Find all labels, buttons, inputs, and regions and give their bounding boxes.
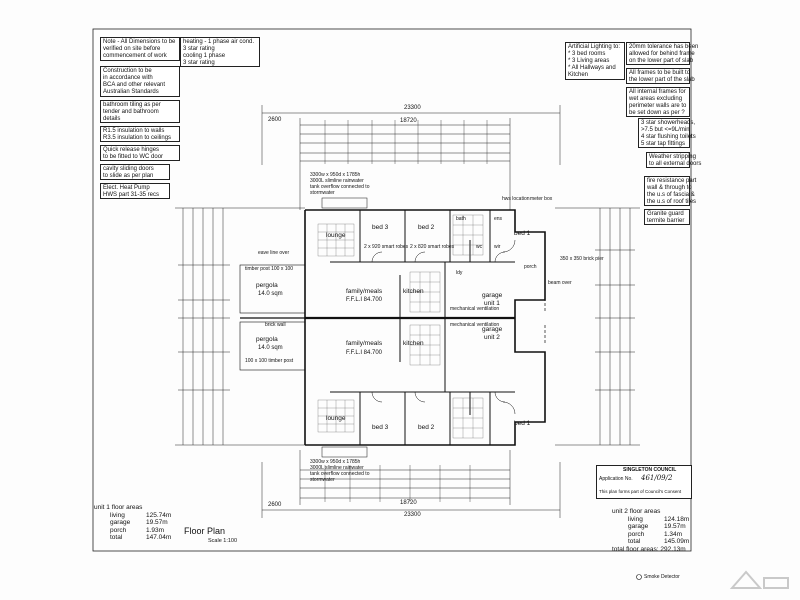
room-unit1-lounge: lounge bbox=[326, 232, 346, 239]
room-unit1-bed3: bed 3 bbox=[372, 224, 389, 231]
label-rainwater-top: 3300w x 950d x 1785h 3000L slimline rain… bbox=[310, 172, 370, 196]
room-unit1-kitchen: kitchen bbox=[403, 288, 424, 295]
dim-top-third: 2600 bbox=[268, 117, 282, 123]
note-sliding-doors: cavity sliding doors to slide as per pla… bbox=[100, 164, 170, 180]
note-insulation: R1.5 insulation to walls R3.5 insulation… bbox=[100, 126, 180, 142]
rainwater-tank-top bbox=[321, 197, 368, 209]
door-swings bbox=[371, 239, 516, 415]
label-mech-vent-2: mechanical ventilation bbox=[450, 322, 500, 328]
unit2-slab-level: F.F.L.I 84.700 bbox=[346, 350, 383, 356]
label-wc: wc bbox=[476, 244, 483, 250]
note-frames: All frames to be built to the lower part… bbox=[626, 68, 695, 84]
dim-bottom-third: 2600 bbox=[268, 502, 282, 508]
label-meter: meter box bbox=[530, 196, 553, 202]
label-wir: wir bbox=[494, 244, 501, 250]
dim-top-second: 18720 bbox=[400, 118, 417, 124]
note-termite: Granite guard termite barrier bbox=[644, 209, 690, 225]
total-floor-area: total floor areas: 292.13m bbox=[612, 545, 686, 553]
stamp-council-name: SINGLETON COUNCIL bbox=[623, 467, 677, 473]
left-dimension-lines bbox=[175, 207, 305, 446]
watermark-logo bbox=[729, 570, 789, 589]
note-tiling: bathroom tiling as per tender and bathro… bbox=[100, 100, 180, 123]
dim-bottom-second: 18720 bbox=[400, 500, 417, 506]
bottom-dimension-lines bbox=[261, 450, 561, 518]
stamp-reference: 461/09/2 bbox=[641, 474, 673, 482]
note-weather-stripping: Weather stripping to all external doors bbox=[646, 152, 701, 168]
unit1-pergola-area: 14.0 sqm bbox=[258, 291, 283, 297]
label-pier: 350 x 350 brick pier bbox=[560, 256, 604, 262]
room-unit1-bed2: bed 2 bbox=[418, 224, 435, 231]
note-construction: Construction to be in accordance with BC… bbox=[100, 66, 180, 97]
unit1-area-heading: unit 1 floor areas bbox=[94, 504, 143, 511]
label-rainwater-bottom: 3300w x 950d x 1785h 3000L slimline rain… bbox=[310, 459, 370, 483]
dim-top-overall: 23300 bbox=[404, 105, 421, 111]
dim-bottom-overall: 23300 bbox=[404, 512, 421, 518]
stamp-footer: This plan forms part of Council's Consen… bbox=[599, 489, 682, 494]
label-timber-post: timber post 100 x 100 bbox=[245, 266, 294, 272]
smoke-detector-symbol bbox=[636, 574, 642, 580]
note-dimensions: Note - All Dimensions to be verified on … bbox=[100, 37, 180, 61]
note-heating: heating - 1 phase air cond. 3 star ratin… bbox=[180, 37, 260, 67]
label-eave-line: eave line over bbox=[258, 250, 290, 256]
pergolas bbox=[239, 264, 306, 371]
label-mech-vent-1: mechanical ventilation bbox=[450, 306, 500, 312]
room-unit1-garage: garage bbox=[482, 292, 503, 299]
unit2-pergola-area: 14.0 sqm bbox=[258, 345, 283, 351]
label-brick-wall: brick wall bbox=[265, 322, 286, 328]
label-hws: hws location bbox=[502, 196, 530, 202]
rainwater-tank-bottom bbox=[321, 446, 368, 458]
room-unit2-lounge: lounge bbox=[326, 415, 346, 422]
note-hinges: Quick release hinges to be fitted to WC … bbox=[100, 145, 180, 161]
smoke-detector-legend: Smoke Detector bbox=[644, 574, 680, 580]
room-unit2-bed1: bed 1 bbox=[514, 420, 531, 427]
label-ldy: ldy bbox=[456, 270, 463, 276]
label-beam: beam over bbox=[548, 280, 572, 286]
label-porch: porch bbox=[524, 264, 537, 270]
note-internal-frames: All internal frames for wet areas exclud… bbox=[626, 87, 690, 117]
label-robes-2: 2 x 820 smart robes bbox=[410, 244, 455, 250]
stamp-application-label: Application No. bbox=[599, 476, 633, 482]
council-stamp: SINGLETON COUNCIL Application No. 461/09… bbox=[596, 465, 692, 499]
room-unit1-pergola: pergola bbox=[256, 282, 278, 289]
drawing-title: Floor Plan bbox=[184, 526, 226, 536]
drawing-scale: Scale 1:100 bbox=[208, 538, 238, 544]
label-ens: ens bbox=[494, 216, 503, 222]
room-unit2-pergola: pergola bbox=[256, 336, 278, 343]
note-tolerance: 20mm tolerance has been allowed for behi… bbox=[626, 42, 698, 65]
unit1-slab-level: F.F.L.I 84.700 bbox=[346, 297, 383, 303]
room-unit1-family: family/meals bbox=[346, 288, 383, 295]
label-bath: bath bbox=[456, 216, 466, 222]
label-timber-post-2: 100 x 100 timber post bbox=[245, 358, 294, 364]
note-hws: Elect. Heat Pump HWS part 31-35 recs bbox=[100, 183, 170, 199]
room-unit2-label: unit 2 bbox=[484, 334, 500, 341]
room-unit2-family: family/meals bbox=[346, 340, 383, 347]
unit2-area-heading: unit 2 floor areas bbox=[612, 508, 661, 515]
label-robes-1: 2 x 920 smart robes bbox=[364, 244, 409, 250]
note-lighting: Artificial Lighting to: * 3 bed rooms * … bbox=[565, 42, 625, 80]
room-unit2-kitchen: kitchen bbox=[403, 340, 424, 347]
note-fire-resistance: fire resistance part wall & through to t… bbox=[644, 176, 696, 206]
top-dimension-lines bbox=[261, 105, 561, 210]
tile-hatching bbox=[317, 214, 484, 439]
room-unit1-bed1: bed 1 bbox=[514, 230, 531, 237]
room-unit2-bed2: bed 2 bbox=[418, 424, 435, 431]
right-dimension-lines bbox=[555, 207, 640, 446]
note-water-rating: 3 star showerheads, >7.5 but <=9L/min 4 … bbox=[638, 118, 696, 148]
room-unit2-garage: garage bbox=[482, 326, 503, 333]
room-unit2-bed3: bed 3 bbox=[372, 424, 389, 431]
room-unit1-label: unit 1 bbox=[484, 300, 500, 307]
